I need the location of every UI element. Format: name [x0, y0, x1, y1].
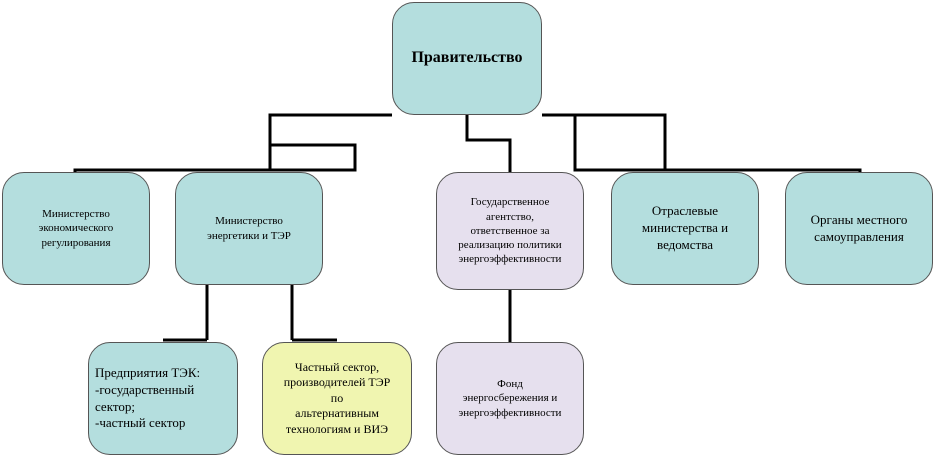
branch-ministries-label: Отраслевые министерства и ведомства — [641, 203, 729, 252]
connector-root-left-inner — [250, 143, 357, 172]
economy-ministry-label: Министерство экономического регулировани… — [38, 208, 114, 249]
tek-enterprises-node: Предприятия ТЭК: -государственный сектор… — [88, 342, 238, 455]
energy-ministry-label: Министерство энергетики и ТЭР — [207, 215, 291, 242]
branch-ministries-node: Отраслевые министерства и ведомства — [611, 172, 759, 285]
agency-label: Государственное агентство, ответственное… — [458, 196, 562, 266]
energy-fund-label: Фонд энергосбережения и энергоэффективно… — [458, 378, 562, 419]
private-sector-label: Частный сектор, производителей ТЭР по ал… — [283, 359, 391, 436]
connector-root-right — [542, 113, 667, 172]
energy-fund-node: Фонд энергосбережения и энергоэффективно… — [436, 342, 584, 455]
local-government-label: Органы местного самоуправления — [810, 211, 908, 244]
tek-enterprises-label: Предприятия ТЭК: -государственный сектор… — [95, 364, 201, 431]
government-node: Правительство — [392, 2, 542, 115]
private-sector-node: Частный сектор, производителей ТЭР по ал… — [262, 342, 412, 455]
energy-ministry-node: Министерство энергетики и ТЭР — [175, 172, 323, 285]
government-label: Правительство — [411, 49, 523, 67]
local-government-node: Органы местного самоуправления — [785, 172, 933, 285]
agency-node: Государственное агентство, ответственное… — [436, 172, 584, 290]
connector-root-agency — [465, 115, 512, 172]
connector-right-bar — [575, 168, 862, 172]
economy-ministry-node: Министерство экономического регулировани… — [2, 172, 150, 285]
